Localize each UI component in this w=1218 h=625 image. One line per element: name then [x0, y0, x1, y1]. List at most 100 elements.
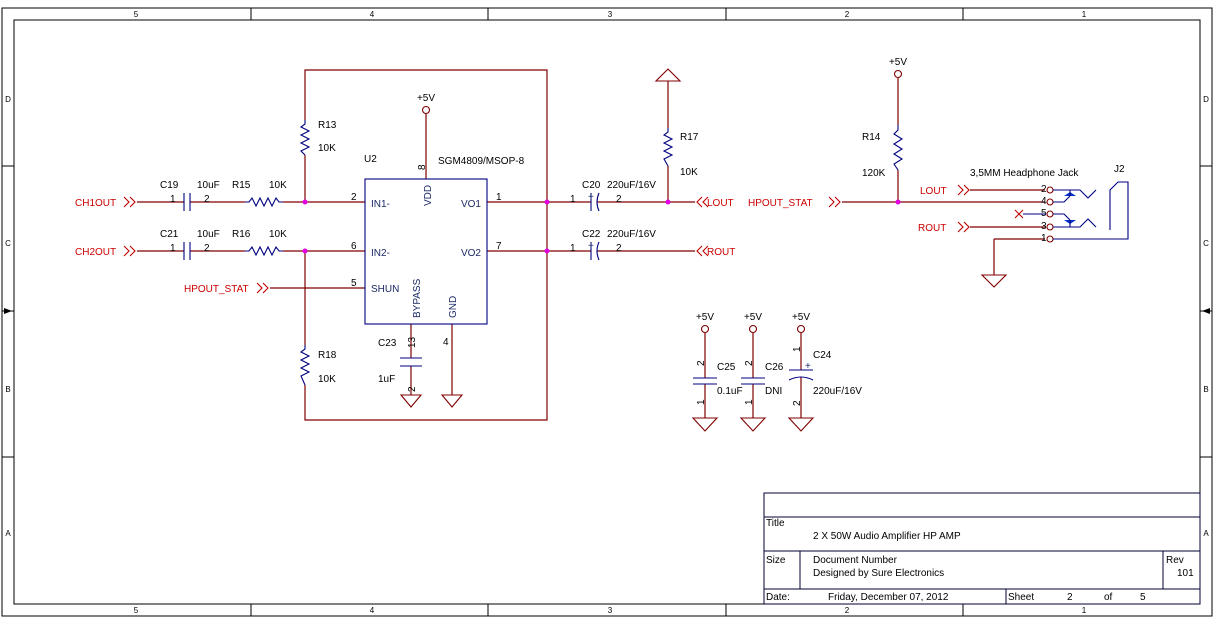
r14-ref: R14: [862, 132, 881, 143]
jack-pin-1: 1: [1041, 233, 1047, 244]
resistor-r16[interactable]: R16 10K: [232, 229, 287, 257]
power-label: +5V: [696, 312, 714, 323]
size-label: Size: [766, 555, 786, 566]
net-rout-jack-label: ROUT: [918, 223, 946, 234]
c24-pin2: 2: [792, 400, 803, 406]
net-lout-jack-label: LOUT: [920, 186, 947, 197]
c19-ref: C19: [160, 180, 179, 191]
jack-ref: J2: [1114, 164, 1125, 175]
r15-ref: R15: [232, 180, 251, 191]
c25-pin1: 1: [696, 399, 707, 405]
jack-label: 3,5MM Headphone Jack: [970, 168, 1079, 179]
power-c25: +5V: [696, 312, 714, 334]
rev-value: 101: [1177, 568, 1194, 579]
resistor-r13[interactable]: R13 10K: [299, 120, 337, 156]
ground-symbol-r17: [654, 68, 682, 82]
capacitor-c26[interactable]: C26 DNI 2 1: [741, 360, 784, 405]
c23-value: 1uF: [378, 374, 395, 385]
power-label: +5V: [889, 57, 907, 68]
zone-row-left-b: B: [5, 385, 10, 394]
c26-ref: C26: [765, 362, 784, 373]
c22-ref: C22: [582, 229, 601, 240]
resistor-r17[interactable]: R17 10K: [662, 128, 699, 178]
pin-shun: SHUN: [371, 284, 399, 295]
u2-ref: U2: [364, 154, 377, 165]
pinnum-in2: 6: [351, 241, 357, 252]
rev-label: Rev: [1166, 555, 1184, 566]
pinnum-shun: 5: [351, 278, 357, 289]
c23-pin2: 2: [407, 386, 418, 392]
net-rout-output[interactable]: ROUT: [696, 245, 735, 258]
c20-ref: C20: [582, 180, 601, 191]
net-ch2out[interactable]: CH2OUT: [75, 245, 136, 258]
zone-col-bottom-1: 5: [134, 606, 139, 615]
r18-value: 10K: [318, 374, 336, 385]
ground-symbol-u2: [440, 394, 464, 408]
title-block: Title 2 X 50W Audio Amplifier HP AMP Siz…: [763, 492, 1201, 605]
c24-polarity: +: [805, 361, 811, 372]
zone-row-right-d: D: [1203, 95, 1209, 104]
designer-text: Designed by Sure Electronics: [813, 568, 944, 579]
pin-vdd: VDD: [423, 185, 434, 206]
sheet-number: 2: [1067, 592, 1073, 603]
c21-pin1: 1: [170, 243, 176, 254]
c20-pin1: 1: [570, 194, 576, 205]
r13-value: 10K: [318, 143, 336, 154]
zone-col-top-2: 4: [370, 10, 375, 19]
power-label: +5V: [744, 312, 762, 323]
ground-symbol-c24: [787, 417, 815, 432]
net-ch1out[interactable]: CH1OUT: [75, 196, 136, 209]
zone-row-left-c: C: [5, 239, 11, 248]
c25-pin2: 2: [696, 360, 707, 366]
c19-value: 10uF: [197, 180, 220, 191]
pinnum-vo1: 1: [496, 192, 502, 203]
c21-ref: C21: [160, 229, 179, 240]
resistor-r14[interactable]: R14 120K: [862, 125, 904, 179]
power-label: +5V: [417, 93, 435, 104]
net-lout-output[interactable]: LOUT: [696, 196, 734, 209]
pin-vo1: VO1: [461, 199, 481, 210]
resistor-r18[interactable]: R18 10K: [299, 345, 337, 386]
r17-ref: R17: [680, 132, 699, 143]
wires: [137, 69, 1045, 421]
power-c24: +5V: [792, 312, 810, 334]
net-ch1out-label: CH1OUT: [75, 198, 116, 209]
capacitor-c21[interactable]: C21 10uF 1 2: [160, 229, 220, 260]
capacitor-c25[interactable]: C25 0.1uF 2 1: [693, 360, 743, 405]
c20-value: 220uF/16V: [607, 180, 656, 191]
pinnum-vo2: 7: [496, 241, 502, 252]
capacitor-c20[interactable]: + C20 220uF/16V 1 2: [570, 180, 656, 212]
pin-bypass: BYPASS: [412, 278, 423, 318]
zone-row-right-b: B: [1203, 385, 1208, 394]
r16-value: 10K: [269, 229, 287, 240]
resistor-r15[interactable]: R15 10K: [232, 180, 287, 208]
c20-polarity: +: [588, 192, 594, 203]
capacitor-c24[interactable]: + C24 220uF/16V 1 2: [788, 346, 862, 406]
c21-pin2: 2: [204, 243, 210, 254]
capacitor-c22[interactable]: + C22 220uF/16V 1 2: [570, 229, 656, 261]
net-hpout-stat-jack[interactable]: HPOUT_STAT: [748, 196, 841, 209]
pinnum-bypass: 13: [407, 336, 418, 348]
net-ch2out-label: CH2OUT: [75, 247, 116, 258]
net-hpout-stat-input[interactable]: HPOUT_STAT: [184, 282, 269, 295]
zone-row-right-a: A: [1203, 529, 1209, 538]
c21-value: 10uF: [197, 229, 220, 240]
capacitor-c19[interactable]: C19 10uF 1 2: [160, 180, 220, 211]
ground-symbol-c25: [691, 417, 719, 432]
jack-pin-2: 2: [1041, 184, 1047, 195]
net-lout-jack[interactable]: LOUT: [920, 184, 970, 197]
sheet-total: 5: [1140, 592, 1146, 603]
net-rout-jack[interactable]: ROUT: [918, 221, 970, 234]
jack-pin-3: 3: [1041, 221, 1047, 232]
headphone-jack-j2[interactable]: 3,5MM Headphone Jack J2 2 4 5 3 1: [970, 164, 1129, 244]
power-vdd-u2: +5V: [417, 93, 435, 115]
u2-amplifier[interactable]: U2 SGM4809/MSOP-8 IN1- IN2- SHUN VO1 VO2…: [351, 154, 525, 348]
capacitor-c23[interactable]: C23 1uF 2: [378, 338, 422, 392]
pinnum-gnd: 4: [443, 337, 449, 348]
zone-col-bottom-2: 4: [370, 606, 375, 615]
zone-col-top-4: 2: [845, 10, 850, 19]
c22-pin2: 2: [616, 243, 622, 254]
c22-value: 220uF/16V: [607, 229, 656, 240]
r17-value: 10K: [680, 167, 698, 178]
